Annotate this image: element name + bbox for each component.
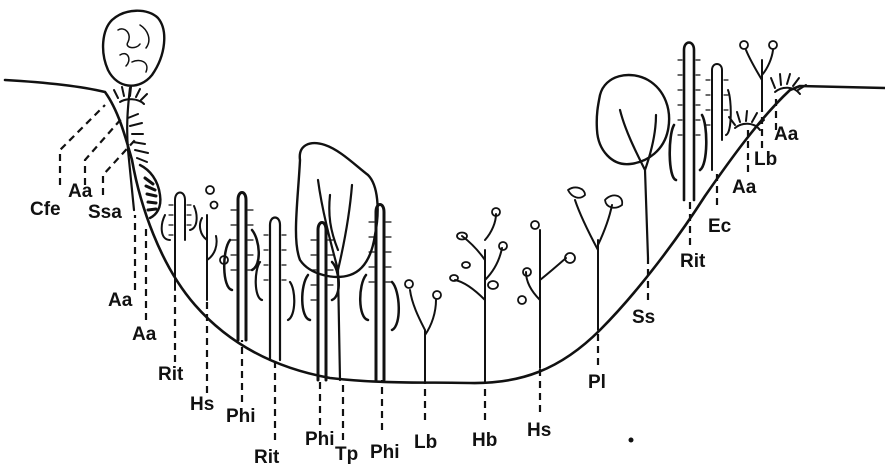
label-aa-top-left: Aa	[68, 181, 93, 202]
label-lb-bottom: Lb	[414, 432, 437, 453]
label-aa-left-1: Aa	[108, 290, 133, 311]
label-cfe: Cfe	[30, 199, 61, 220]
label-hs-right: Hs	[527, 420, 551, 441]
stray-dot	[629, 438, 634, 443]
phi-cactus-3	[360, 205, 399, 381]
leader-cfe	[60, 105, 105, 185]
label-lb-right: Lb	[754, 149, 777, 170]
label-phi-2: Phi	[305, 429, 335, 450]
hs-herb-right	[518, 221, 575, 368]
label-rit-left: Rit	[158, 364, 184, 385]
leader-aa-top-left	[85, 118, 122, 185]
label-ss: Ss	[632, 307, 655, 328]
label-ssa: Ssa	[88, 202, 122, 223]
label-rit-right: Rit	[680, 251, 706, 272]
label-aa-left-2: Aa	[132, 324, 157, 345]
label-phi-1: Phi	[226, 406, 256, 427]
label-ec: Ec	[708, 216, 732, 237]
pl-plant	[568, 188, 622, 330]
hs-herb-left	[200, 186, 228, 300]
label-hb: Hb	[472, 430, 497, 451]
label-hs-left: Hs	[190, 394, 214, 415]
label-rit-bottom: Rit	[254, 447, 280, 468]
rit-cactus-right	[670, 43, 707, 201]
lb-plant-right	[740, 41, 777, 110]
aa-rosette-top-left	[114, 87, 147, 104]
hb-herb	[450, 208, 507, 382]
ec-cactus	[706, 64, 731, 170]
label-phi-3: Phi	[370, 442, 400, 463]
label-aa-right-2: Aa	[774, 124, 799, 145]
label-pl: Pl	[588, 372, 606, 393]
columnar-cactus-left-1	[162, 193, 197, 291]
tp-tree	[296, 143, 378, 380]
rit-cactus-bottom	[256, 218, 295, 361]
lb-plant-bottom	[405, 280, 441, 382]
phi-cactus-2	[302, 223, 339, 381]
label-aa-right-1: Aa	[732, 177, 757, 198]
aa-rosette-right-1	[729, 111, 764, 130]
label-tp: Tp	[335, 444, 358, 465]
ss-shrub	[597, 75, 669, 258]
phi-cactus-1	[224, 193, 259, 341]
